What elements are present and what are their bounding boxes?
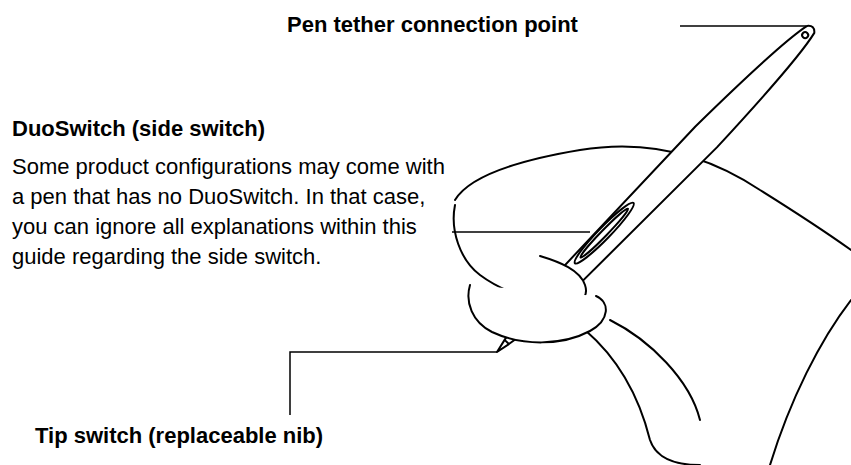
part-note: Some product configurations may come wit… xyxy=(12,152,452,272)
part-heading: DuoSwitch (side switch) xyxy=(12,116,265,142)
side-switch xyxy=(571,199,638,268)
palm-outline xyxy=(770,300,851,465)
leader-line xyxy=(290,352,497,415)
leader-line xyxy=(680,25,806,27)
leader-line xyxy=(452,231,590,233)
part-label: Tip switch (replaceable nib) xyxy=(35,423,323,449)
thumb xyxy=(468,285,605,342)
finger-outline xyxy=(610,320,700,420)
finger-outline xyxy=(585,330,700,465)
part-label: Pen tether connection point xyxy=(287,12,578,38)
tether-hole xyxy=(801,31,809,39)
